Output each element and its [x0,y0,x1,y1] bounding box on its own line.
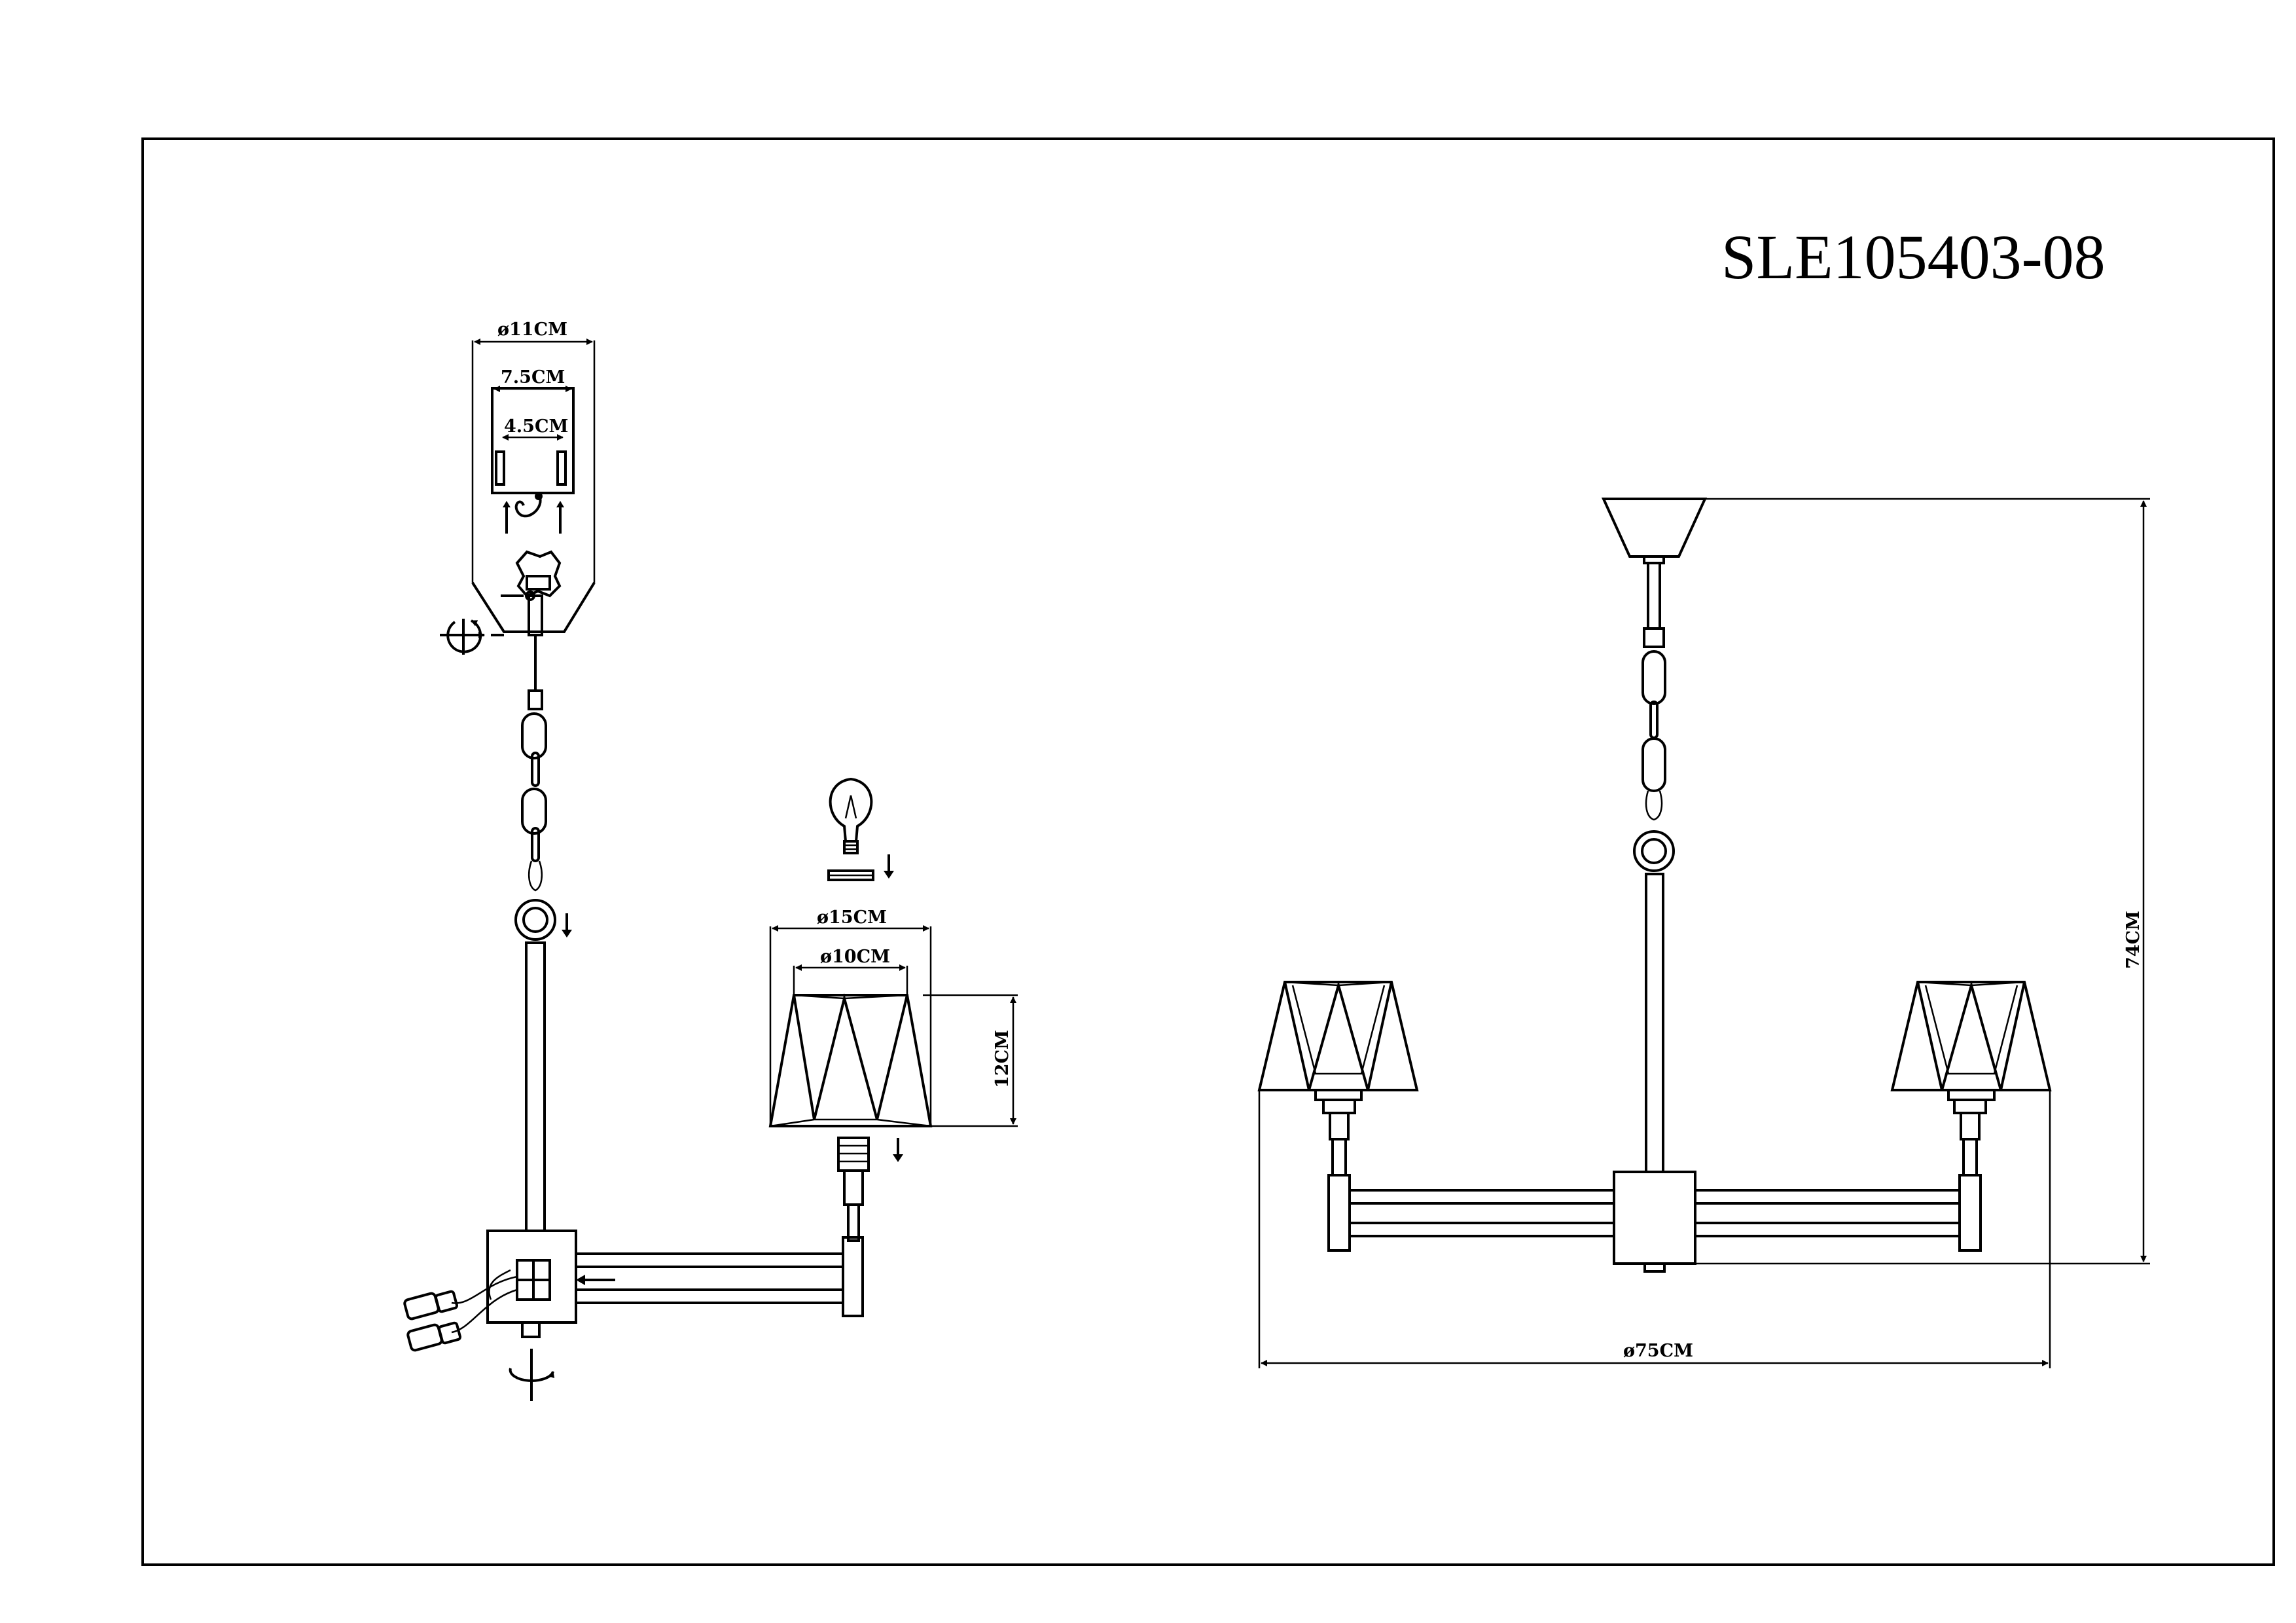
assembled-view: 74CM ø75CM [1257,498,2150,1368]
arm [575,1203,864,1317]
exploded-view: ø11CM 7.5CM 4.5CM [403,319,1018,1401]
dim-canopy-diameter: ø11CM [497,319,567,340]
suspension-ring [514,899,556,941]
bulb-icon [827,777,894,881]
arrow-down-icon [562,913,572,938]
hub-body [486,1230,577,1324]
dim-bracket-outer: 7.5CM [501,367,565,388]
dim-shade-inner: ø10CM [820,947,890,967]
rotate-icon [440,619,504,655]
lampshade-detail: ø15CM ø10CM 12CM [768,907,1018,1127]
lamp-socket [837,1137,903,1206]
dim-shade-height: 12CM [992,1030,1013,1088]
chain [521,712,547,892]
dim-total-height: 74CM [2123,911,2144,969]
connector-icon [403,1269,518,1352]
dim-bracket-inner: 4.5CM [504,416,568,437]
dim-shade-top: ø15CM [817,907,887,928]
arrow-left-icon [576,1275,615,1285]
dim-total-diameter: ø75CM [1623,1341,1693,1361]
drawing-frame [141,137,2275,1566]
rotate-icon [509,1349,555,1401]
canopy-detail: ø11CM 7.5CM 4.5CM [471,319,596,636]
screw-icon [503,501,564,534]
model-title: SLE105403-08 [1721,222,2106,292]
